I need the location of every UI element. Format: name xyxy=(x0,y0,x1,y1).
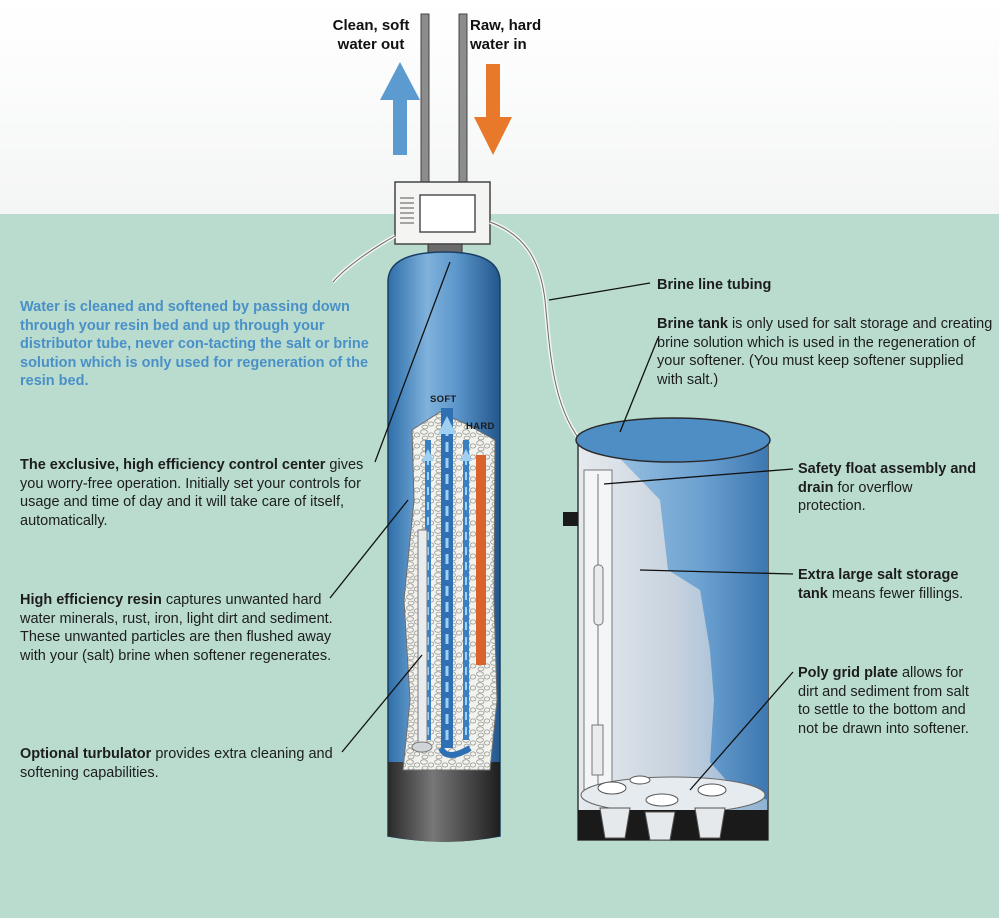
raw-water-in-line2: water in xyxy=(470,36,527,53)
float xyxy=(593,564,604,626)
raw-water-in-line1: Raw, hard xyxy=(470,17,542,34)
salt-tank-title: Extra large salt storage tank xyxy=(798,567,959,602)
raw-water-in-arrow xyxy=(474,64,512,155)
brine-tank-lid xyxy=(575,417,771,463)
resin-label: High efficiency resin captures unwanted … xyxy=(20,591,345,665)
brine-tank xyxy=(563,417,771,841)
turbulator-tube xyxy=(417,529,428,746)
control-vents xyxy=(400,197,414,224)
inlet-pipe xyxy=(458,13,468,187)
safety-float-title: Safety float assembly and drain xyxy=(798,461,977,496)
turbulator-body: provides extra cleaning and softening ca… xyxy=(20,746,333,781)
poly-grid-body: allows for dirt and sediment from salt t… xyxy=(798,665,969,737)
turbulator-label: Optional turbulator provides extra clean… xyxy=(20,745,350,782)
tank-base xyxy=(388,762,500,842)
raw-water-in-label: Raw, hard water in xyxy=(470,16,560,54)
outlet-pipe xyxy=(420,13,430,187)
brine-tank-title: Brine tank xyxy=(657,316,728,332)
salt-tank-label: Extra large salt storage tank means fewe… xyxy=(798,566,973,603)
brine-line-label: Brine line tubing xyxy=(657,276,857,295)
drain-line xyxy=(331,234,396,284)
clean-water-out-arrow xyxy=(380,62,420,155)
poly-grid-title: Poly grid plate xyxy=(798,665,898,681)
clean-water-out-label: Clean, soft water out xyxy=(322,16,420,54)
control-center-label: The exclusive, high efficiency control c… xyxy=(20,456,370,530)
brine-line-title: Brine line tubing xyxy=(657,277,772,293)
hard-water-channel xyxy=(476,455,486,665)
brine-tank-label: Brine tank is only used for salt storage… xyxy=(657,315,993,389)
clean-water-out-line2: water out xyxy=(337,36,405,53)
softener-tank xyxy=(387,251,501,842)
control-display xyxy=(419,194,476,233)
leader-lines xyxy=(329,261,794,791)
control-center-title: The exclusive, high efficiency control c… xyxy=(20,457,326,473)
poly-grid-label: Poly grid plate allows for dirt and sedi… xyxy=(798,664,978,738)
turbulator-title: Optional turbulator xyxy=(20,746,152,762)
salt-tank-body: means fewer fillings. xyxy=(827,585,964,602)
safety-float-body: for overflow protection. xyxy=(798,479,913,515)
intro-text: Water is cleaned and softened by passing… xyxy=(20,299,369,389)
resin-body: captures unwanted hard water minerals, r… xyxy=(20,592,333,664)
brine-line-tubing xyxy=(489,220,587,448)
hard-tag: HARD xyxy=(466,421,495,432)
resin-title: High efficiency resin xyxy=(20,592,162,608)
soft-tag: SOFT xyxy=(430,394,457,405)
clean-water-out-line1: Clean, soft xyxy=(332,17,410,34)
control-center-body: gives you worry-free operation. Initiall… xyxy=(20,457,364,529)
brine-tank-body: is only used for salt storage and creati… xyxy=(657,316,993,388)
safety-float-label: Safety float assembly and drain for over… xyxy=(798,460,978,516)
